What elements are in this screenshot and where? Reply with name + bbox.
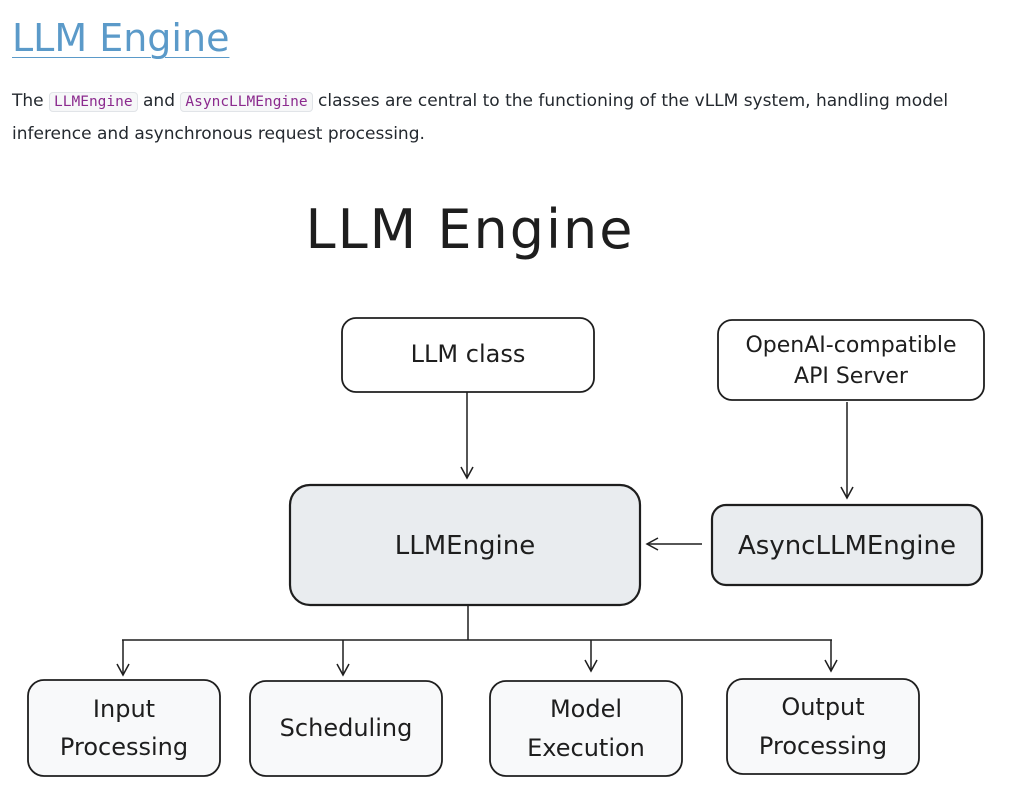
- openai-server-label-line2: API Server: [794, 364, 909, 389]
- input-processing-label-line1: Input: [93, 695, 155, 723]
- intro-prefix: The: [12, 91, 50, 111]
- diagram-title: LLM Engine: [306, 198, 635, 261]
- output-processing-box: [726, 678, 920, 775]
- llm-engine-label: LLMEngine: [395, 531, 536, 561]
- model-execution-label-line2: Execution: [527, 734, 645, 762]
- intro-suffix: classes are central to the functioning o…: [12, 91, 949, 144]
- code-llmengine: LLMEngine: [49, 92, 138, 112]
- openai-server-box: [717, 319, 985, 401]
- page-title[interactable]: LLM Engine: [12, 16, 230, 60]
- scheduling-box: [249, 680, 443, 777]
- intro-paragraph: The LLMEngine and AsyncLLMEngine classes…: [12, 85, 1012, 150]
- intro-middle: and: [137, 91, 181, 111]
- model-execution-box: [489, 680, 683, 777]
- async-engine-label: AsyncLLMEngine: [738, 531, 956, 561]
- output-processing-label-line2: Processing: [759, 732, 887, 760]
- input-processing-box: [27, 679, 221, 777]
- code-asyncllmengine: AsyncLLMEngine: [180, 92, 313, 112]
- model-execution-label-line1: Model: [550, 695, 622, 723]
- scheduling-label: Scheduling: [280, 714, 413, 742]
- llm-engine-box: [288, 483, 642, 607]
- llm-class-box: [341, 317, 595, 393]
- llm-class-label: LLM class: [411, 340, 526, 368]
- async-engine-box: [710, 503, 984, 587]
- openai-server-label-line1: OpenAI-compatible: [745, 333, 956, 358]
- input-processing-label-line2: Processing: [60, 733, 188, 761]
- output-processing-label-line1: Output: [781, 693, 864, 721]
